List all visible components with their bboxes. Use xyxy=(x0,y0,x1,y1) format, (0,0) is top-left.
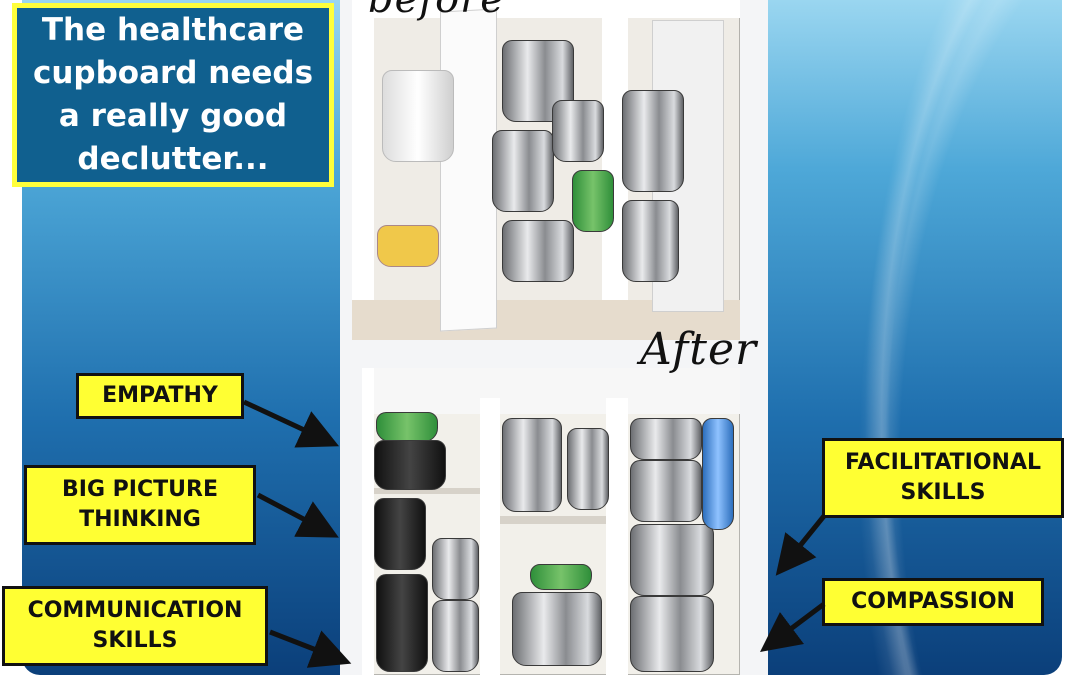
before-photo xyxy=(352,0,740,340)
after-caption: After xyxy=(640,324,758,375)
label-communication-skills: COMMUNICATION SKILLS xyxy=(2,586,268,666)
before-caption: before xyxy=(368,0,505,22)
title-text: The healthcare cupboard needs a really g… xyxy=(17,8,329,182)
label-empathy: EMPATHY xyxy=(76,373,244,419)
title-box: The healthcare cupboard needs a really g… xyxy=(12,3,334,187)
after-photo xyxy=(362,368,740,675)
label-big-picture-thinking: BIG PICTURE THINKING xyxy=(24,465,256,545)
label-facilitational-skills: FACILITATIONAL SKILLS xyxy=(822,438,1064,518)
label-compassion: COMPASSION xyxy=(822,578,1044,626)
